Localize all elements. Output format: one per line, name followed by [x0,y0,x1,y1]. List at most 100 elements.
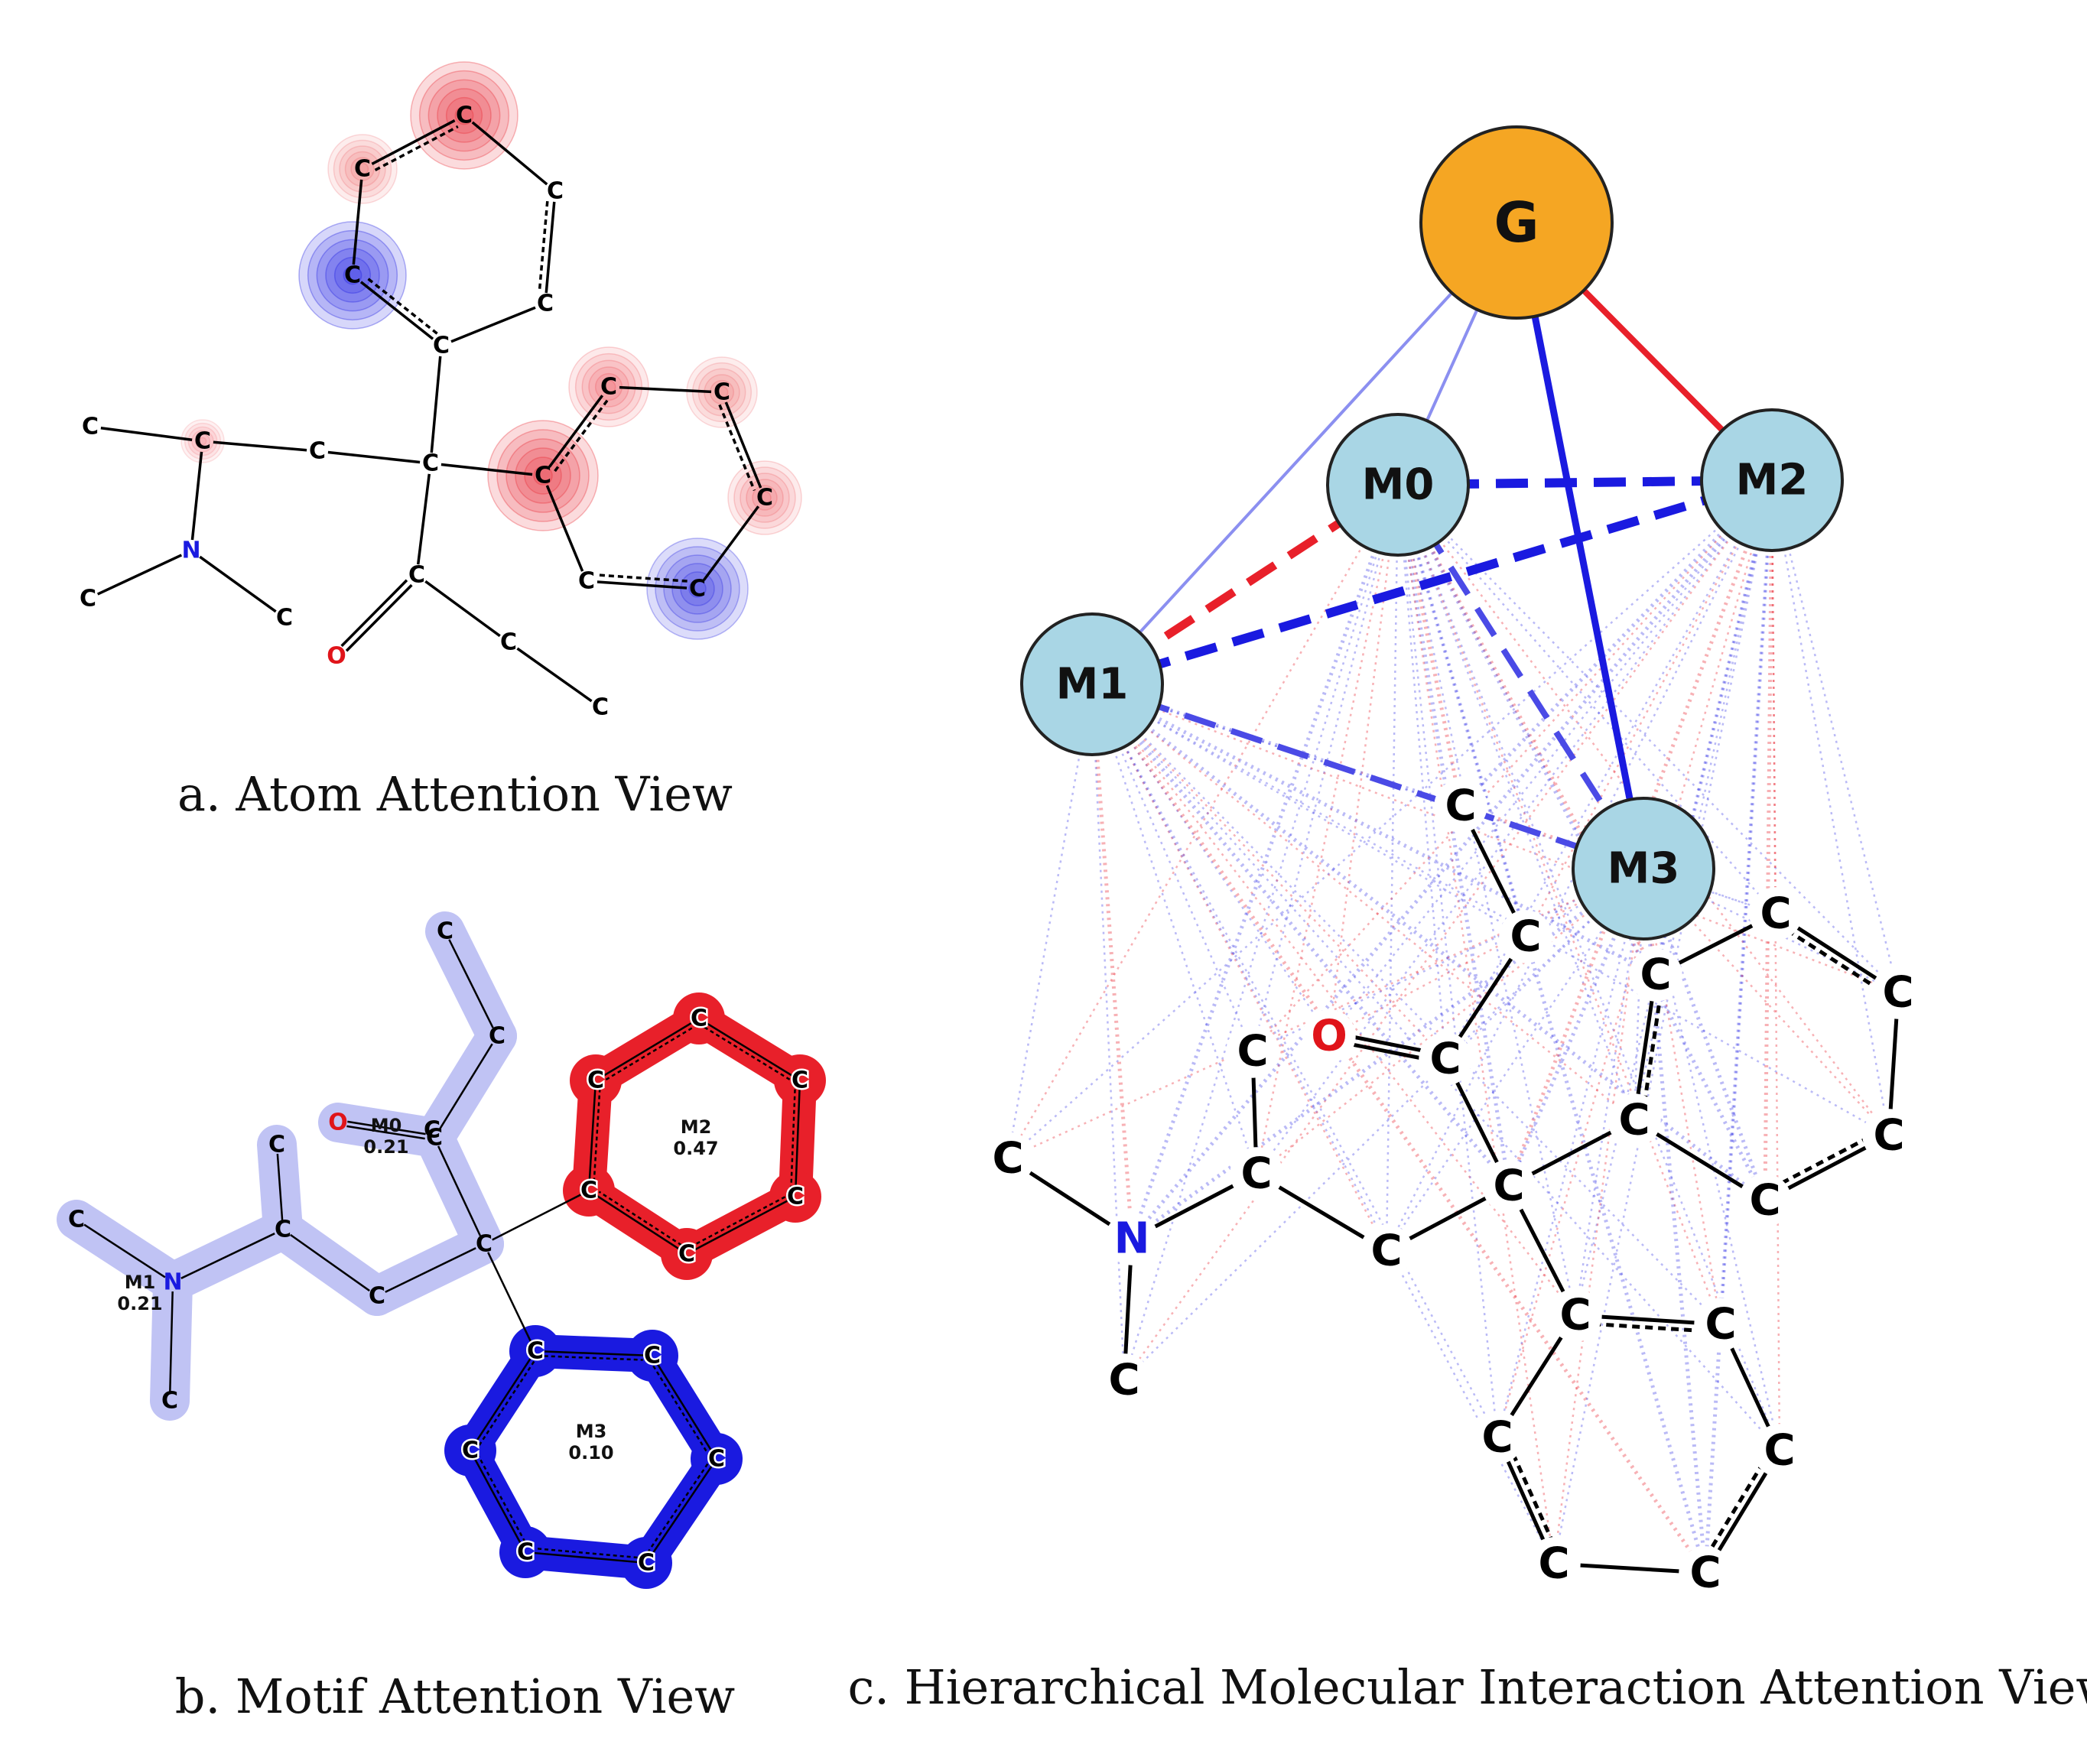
aromatic-bond [478,1360,535,1446]
atom-attention-edge [1130,484,1400,1239]
atom-carbon-label: C [992,1134,1023,1184]
atom-carbon-label: C [462,1438,479,1464]
atom-backdrop [1871,966,1925,1019]
atom-carbon-label: C [1510,912,1541,962]
bond [1593,1314,1703,1325]
atom-attention-edge [1396,484,1781,1451]
atom-attention-edge [1507,479,1774,1187]
attention-halo [316,239,389,312]
attention-halo [688,580,707,598]
atom-carbon-label: C [424,1117,440,1144]
double-bond [347,1120,426,1135]
bond [327,450,421,464]
bond [1503,1453,1549,1548]
atom-carbon-label: C [537,291,554,317]
caption-motif-view: b. Motif Attention View [175,1668,735,1724]
atom-carbon-label: C [437,918,453,945]
attention-halo [686,356,758,428]
atom-carbon-label: C [422,450,439,477]
atom-carbon-label: C [580,1178,597,1204]
bond [516,647,593,703]
attention-halo [325,248,380,303]
bond [548,395,604,468]
bond [597,580,688,590]
atom-carbon-label: C [1445,781,1476,831]
atom-backdrop [1302,1009,1356,1063]
bond [545,485,584,572]
atom-attention-edge [1091,684,1126,1381]
bond [544,1350,644,1356]
attention-halo [184,422,222,460]
node-g [1419,125,1614,320]
attention-halo [505,438,580,513]
atom-carbon-label: C [587,1067,604,1094]
atom-carbon-label: C [426,1125,443,1152]
bond [424,580,501,638]
motif-atom-highlight [774,1054,826,1106]
bond [1454,950,1517,1045]
aromatic-bond [477,1456,526,1543]
atom-carbon-label: C [275,1217,291,1243]
atom-attention-edge [1507,868,1646,1187]
atom-carbon-label: C [1764,1426,1795,1476]
bond [1780,1142,1874,1194]
atom-backdrop [1482,1159,1536,1213]
aromatic-bond [1510,1450,1555,1545]
atom-oxygen-label: O [1311,1012,1347,1061]
atom-attention-edge [1091,683,1510,1187]
bond [492,1194,581,1241]
attention-halo [601,379,616,395]
atom-carbon-label: C [787,1184,804,1210]
aromatic-bond [692,1196,786,1247]
atom-carbon-label: C [456,102,473,129]
caption-hierarchical-view: c. Hierarchical Molecular Interaction At… [848,1659,2087,1715]
atom-attention-edge [1007,479,1773,1159]
motif-atom-highlight [563,1165,615,1217]
bond [724,401,762,489]
atom-carbon-label: C [592,694,609,721]
motif-atom-highlight [620,1537,672,1589]
motif-interaction-edge [1091,476,1773,689]
bond [588,1089,597,1182]
atom-attention-edge [1091,684,1576,1316]
atom-attention-edge [1396,484,1499,1438]
atom-carbon-label: C [1370,1226,1402,1276]
atom-carbon-label: C [714,379,730,406]
attention-halo [758,491,772,505]
attention-halo [191,430,214,453]
atom-attention-edge [1770,479,1890,1136]
atom-carbon-label: C [691,1005,707,1032]
atom-carbon-label: C [344,262,361,289]
atom-carbon-label: C [1640,950,1671,1000]
aromatic-bond [364,275,438,335]
atom-carbon-label: C [369,1283,385,1310]
atom-attention-edge [1090,683,1708,1574]
bond [450,306,536,343]
atom-carbon-label: C [161,1388,178,1415]
attention-halo [427,79,501,152]
aromatic-bond [598,1191,682,1246]
node-m2-label: M2 [1736,456,1809,505]
bond [471,121,548,186]
bond [1649,1128,1751,1193]
motif-m2-name: M2 [681,1116,712,1138]
motif-m0-value: 0.21 [363,1136,408,1158]
attention-halo [307,229,398,321]
motif-interaction-edge [1395,482,1647,871]
atom-carbon-label: C [547,178,564,205]
aromatic-bond [1786,928,1880,991]
bond [96,554,183,596]
atom-attention-edge [1396,484,1555,1564]
attention-halo [691,362,753,423]
bond [702,505,760,581]
atom-backdrop [1230,1147,1283,1200]
attention-halo [752,485,778,511]
atom-carbon-label: C [408,562,425,589]
bond [1123,1256,1133,1363]
attention-halo [339,145,386,193]
atom-carbon-label: C [600,374,617,401]
atom-attention-edge [1328,867,1644,1038]
motif-m1-value: 0.21 [117,1293,162,1314]
atom-attention-edge [1123,479,1773,1381]
